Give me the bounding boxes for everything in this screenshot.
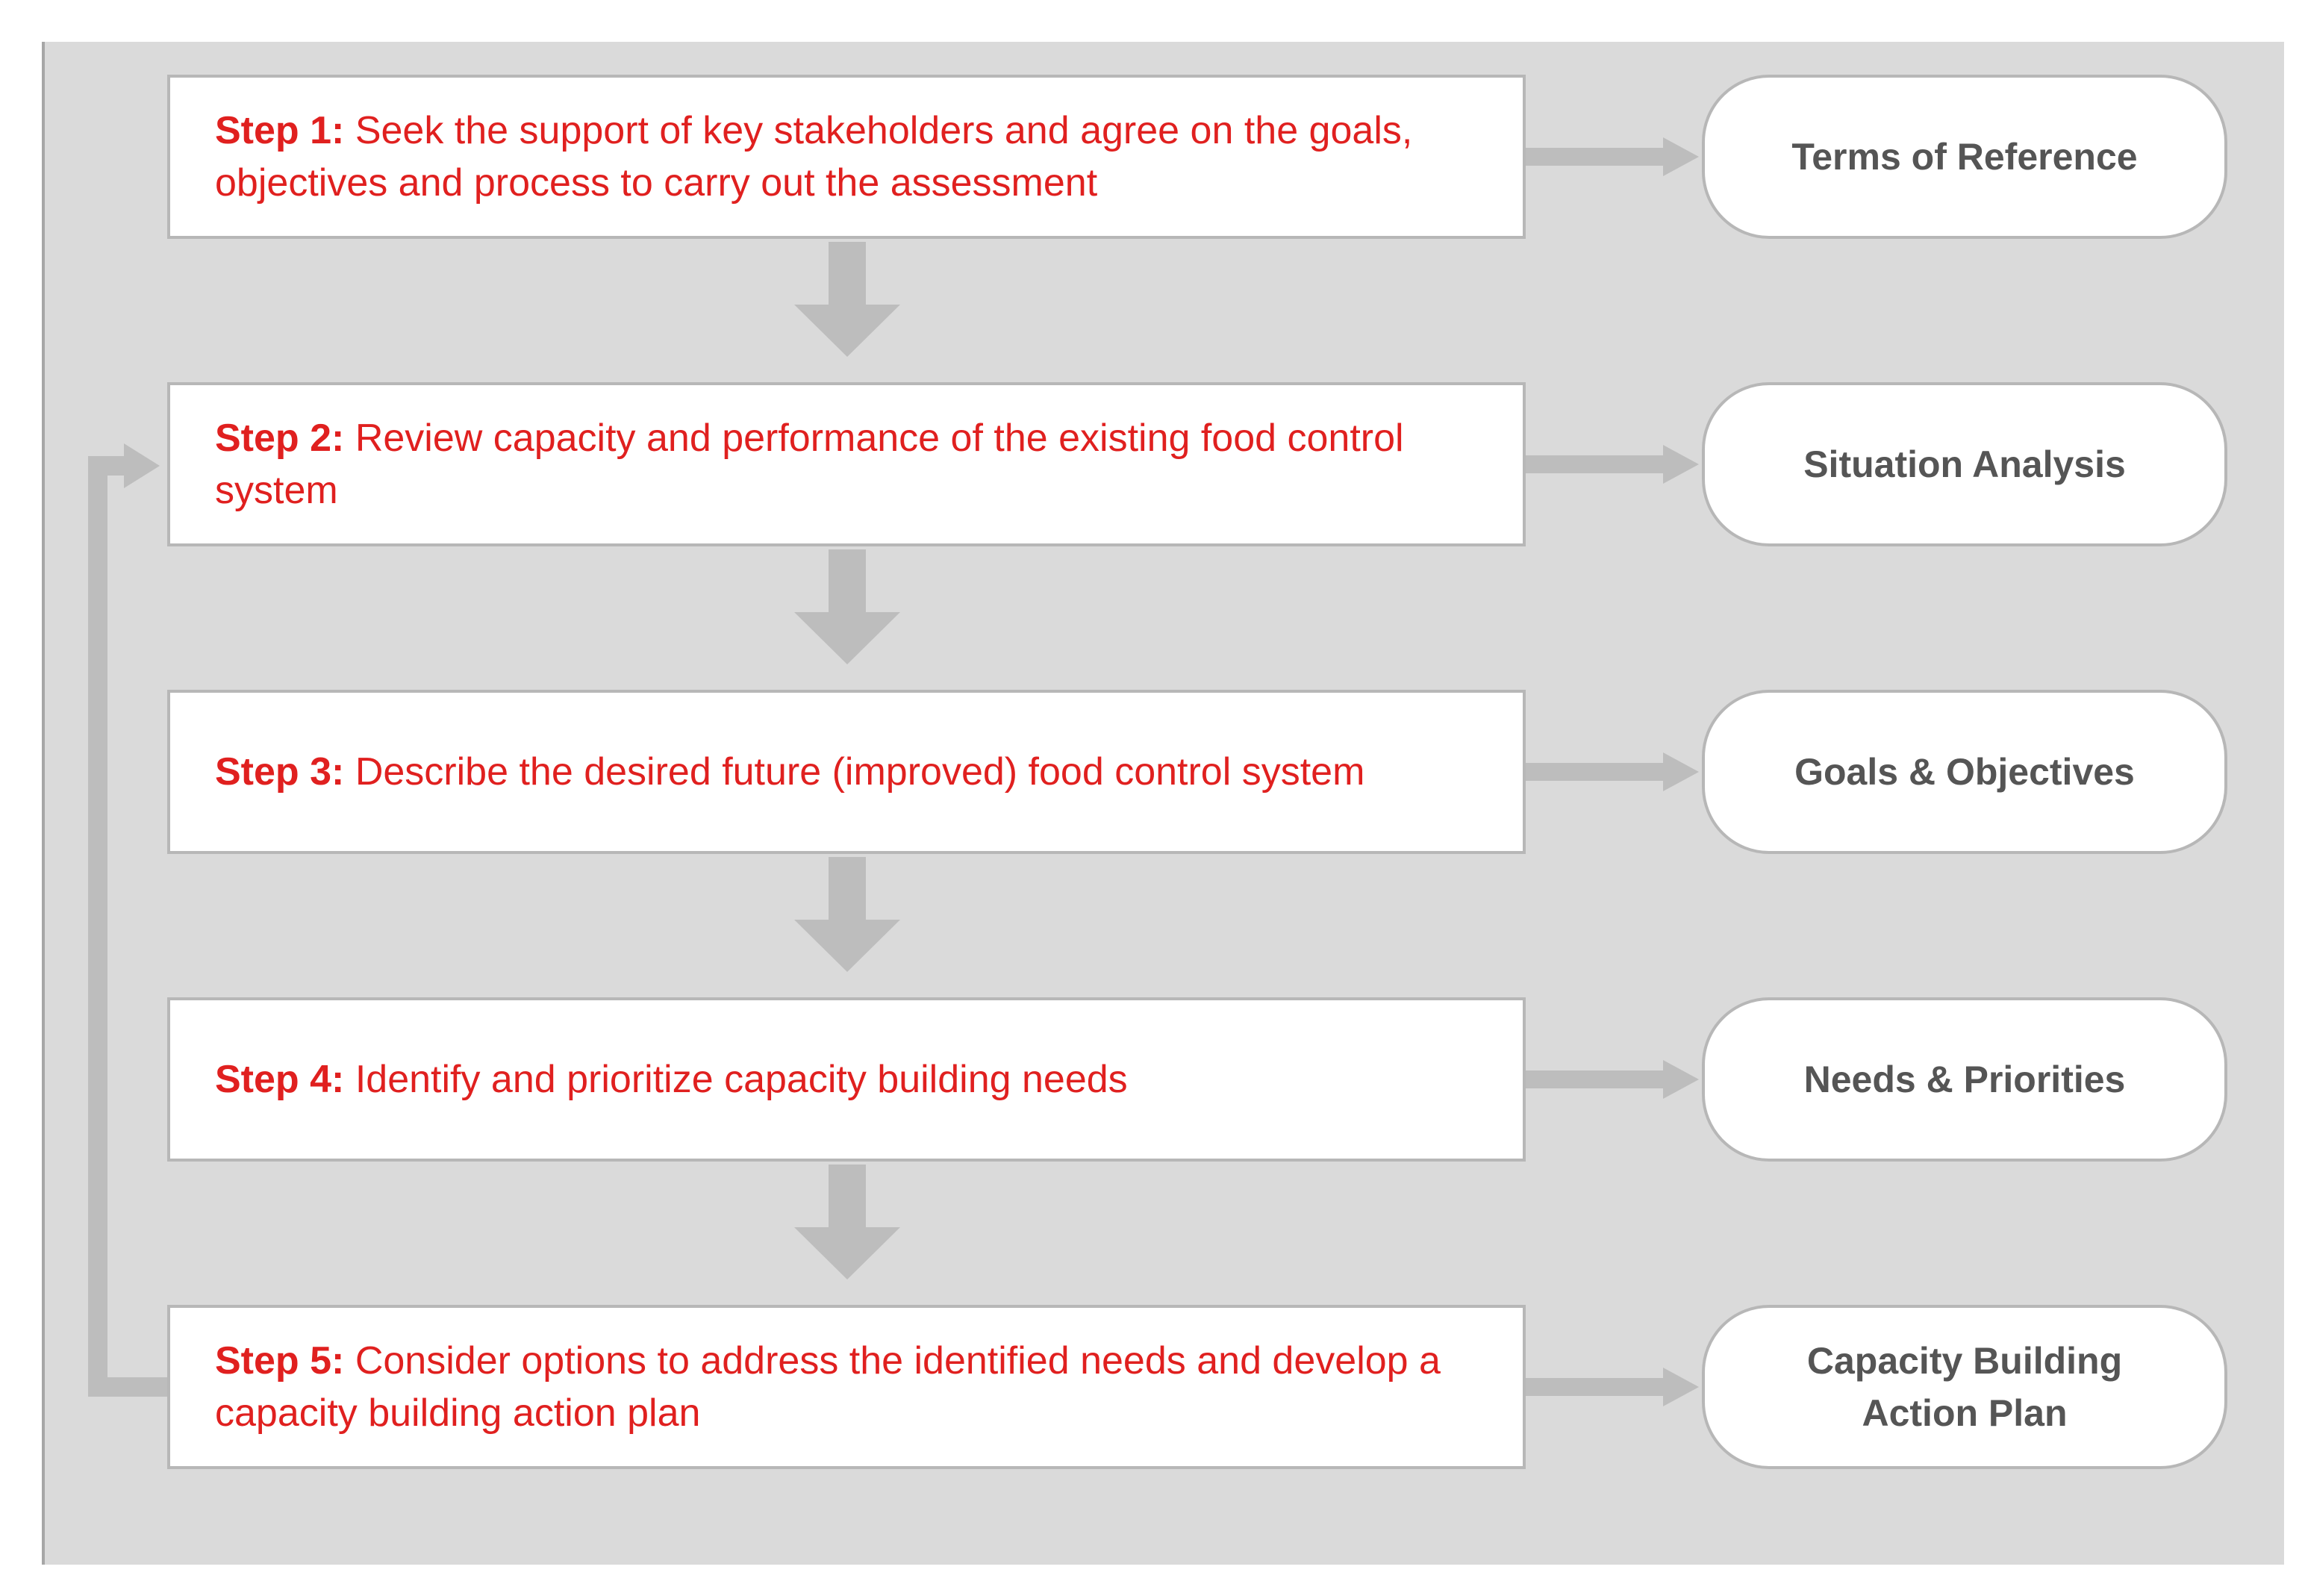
step-box-3: Step 3: Describe the desired future (imp… xyxy=(167,690,1526,854)
step-label-2: Step 2: xyxy=(215,417,345,460)
outcome-label-3: Goals & Objectives xyxy=(1794,751,2135,793)
step-text-5: Step 5: Consider options to address the … xyxy=(215,1335,1493,1439)
right-arrow-5 xyxy=(1526,1368,1699,1406)
right-arrow-4 xyxy=(1526,1060,1699,1099)
down-arrow-2-3 xyxy=(794,549,900,664)
step-text-3: Step 3: Describe the desired future (imp… xyxy=(215,746,1364,798)
step-description-5: Consider options to address the identifi… xyxy=(215,1339,1441,1435)
step-text-1: Step 1: Seek the support of key stakehol… xyxy=(215,105,1493,209)
outcome-pill-3: Goals & Objectives xyxy=(1702,690,2227,854)
step-label-5: Step 5: xyxy=(215,1339,345,1383)
step-label-3: Step 3: xyxy=(215,750,345,794)
outcome-pill-1: Terms of Reference xyxy=(1702,75,2227,239)
step-label-4: Step 4: xyxy=(215,1058,345,1101)
outcome-pill-2: Situation Analysis xyxy=(1702,382,2227,546)
step-box-2: Step 2: Review capacity and performance … xyxy=(167,382,1526,546)
outcome-pill-4: Needs & Priorities xyxy=(1702,997,2227,1162)
step-label-1: Step 1: xyxy=(215,109,345,152)
step-box-5: Step 5: Consider options to address the … xyxy=(167,1305,1526,1469)
down-arrow-3-4 xyxy=(794,857,900,972)
outcome-pill-5: Capacity Building Action Plan xyxy=(1702,1305,2227,1469)
step-text-4: Step 4: Identify and prioritize capacity… xyxy=(215,1053,1128,1106)
right-arrow-3 xyxy=(1526,752,1699,791)
step-box-4: Step 4: Identify and prioritize capacity… xyxy=(167,997,1526,1162)
outcome-label-1: Terms of Reference xyxy=(1791,136,2138,178)
step-text-2: Step 2: Review capacity and performance … xyxy=(215,412,1493,517)
step-description-3: Describe the desired future (improved) f… xyxy=(355,750,1365,794)
step-description-2: Review capacity and performance of the e… xyxy=(215,417,1404,512)
down-arrow-1-2 xyxy=(794,242,900,357)
feedback-loop-arrow xyxy=(88,443,167,1397)
right-arrow-1 xyxy=(1526,137,1699,176)
down-arrow-4-5 xyxy=(794,1165,900,1279)
outcome-label-5: Capacity Building Action Plan xyxy=(1806,1340,2123,1434)
outcome-label-4: Needs & Priorities xyxy=(1803,1059,2126,1100)
right-arrow-2 xyxy=(1526,445,1699,484)
step-description-1: Seek the support of key stakeholders and… xyxy=(215,109,1413,205)
outcome-label-2: Situation Analysis xyxy=(1803,443,2126,485)
step-box-1: Step 1: Seek the support of key stakehol… xyxy=(167,75,1526,239)
step-description-4: Identify and prioritize capacity buildin… xyxy=(355,1058,1128,1101)
